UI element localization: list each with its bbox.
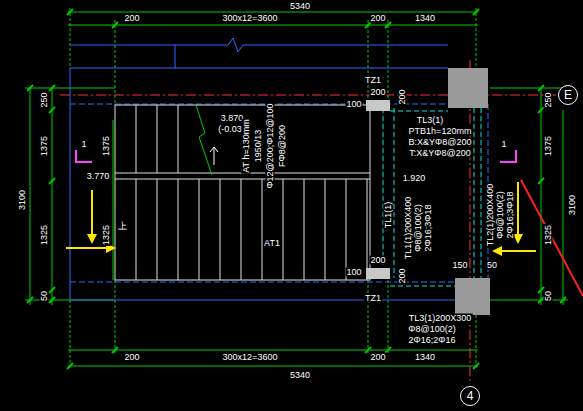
walls xyxy=(70,38,488,300)
stair-tread xyxy=(283,179,284,280)
axis-bubble: E xyxy=(558,85,578,105)
annotation-label: 1325 xyxy=(102,224,111,246)
stair-tread xyxy=(136,179,137,280)
stair-tread xyxy=(367,179,368,280)
annotation-label: 2Φ16;3Φ18 xyxy=(424,204,433,253)
annotation-label: 3100 xyxy=(18,189,27,211)
annotation-label: 50 xyxy=(486,261,498,270)
axis-lines xyxy=(60,60,556,382)
stair-tread xyxy=(262,179,263,280)
annotation-label: Φ8@100(2) xyxy=(414,203,423,252)
annotation-label: 200 xyxy=(369,256,386,265)
annotation-label: 1375 xyxy=(40,135,49,157)
axis-bubble: 4 xyxy=(460,386,480,406)
annotation-label: Φ12@200;Φ12@100 xyxy=(266,102,275,189)
stair-tread xyxy=(178,179,179,280)
stair-tread xyxy=(136,105,137,173)
annotation-label: 上 xyxy=(117,222,128,231)
stair-tread xyxy=(220,179,221,280)
axis-label: 4 xyxy=(467,390,474,402)
annotation-label: TL1(1)200X400 xyxy=(404,196,413,261)
annotation-label: Φ8@100(2) xyxy=(407,325,456,334)
annotation-label: 1340 xyxy=(414,14,436,23)
annotation-label: 200 xyxy=(369,14,386,23)
stair-tread xyxy=(157,179,158,280)
annotation-label: 1 xyxy=(500,140,507,149)
stair-tread xyxy=(178,105,179,173)
annotation-label: 5340 xyxy=(289,2,311,11)
annotation-label: 1325 xyxy=(40,224,49,246)
annotation-label: 1325 xyxy=(544,224,553,246)
annotation-label: TZ1 xyxy=(364,294,382,303)
annotation-label: 150 xyxy=(451,261,468,270)
annotation-label: 200 xyxy=(398,88,407,105)
annotation-label: TL3(1) xyxy=(416,116,445,125)
annotation-label: 1340 xyxy=(414,353,436,362)
annotation-label: 3.770 xyxy=(86,172,111,181)
stair-tread xyxy=(325,179,326,280)
annotation-label: 50 xyxy=(40,290,49,302)
stair-tread xyxy=(157,105,158,173)
annotation-label: 300x12=3600 xyxy=(222,14,279,23)
annotation-label: 50 xyxy=(544,290,553,302)
annotation-label: 200 xyxy=(123,14,140,23)
annotation-label: 2Φ16;2Φ16 xyxy=(408,336,457,345)
annotation-label: 1950/13 xyxy=(254,129,263,164)
annotation-label: 200 xyxy=(123,353,140,362)
pointer-line xyxy=(521,180,583,296)
annotation-label: 200 xyxy=(369,353,386,362)
annotation-label: TZ1 xyxy=(364,76,382,85)
annotation-label: 1375 xyxy=(102,135,111,157)
annotation-label: AT1 xyxy=(263,239,281,248)
annotation-label: TL3(1)200X300 xyxy=(408,314,473,323)
annotation-label: FΦ8@200 xyxy=(278,124,287,168)
annotation-label: 100 xyxy=(345,268,362,277)
dimension-lines xyxy=(25,8,568,370)
annotation-label: TL1(1) xyxy=(384,201,393,230)
stair-flights xyxy=(115,105,370,280)
annotation-label: 100 xyxy=(345,100,362,109)
annotation-label: B:X&YΦ8@200 xyxy=(408,138,473,147)
stair-tread xyxy=(199,179,200,280)
annotation-label: 3100 xyxy=(568,194,577,216)
annotation-label: 5340 xyxy=(289,371,311,380)
columns xyxy=(366,68,490,315)
annotation-label: 2Φ16;3Φ18 xyxy=(506,191,515,240)
annotation-label: 300x12=3600 xyxy=(222,353,279,362)
stair-tread xyxy=(304,179,305,280)
annotation-label: 250 xyxy=(544,91,553,108)
stair-tread xyxy=(241,179,242,280)
annotation-label: 250 xyxy=(40,91,49,108)
annotation-label: TL2(1)200X400 xyxy=(486,183,495,248)
annotation-label: Φ8@100(2) xyxy=(496,190,505,239)
stair-tread xyxy=(346,179,347,280)
annotation-label: 1375 xyxy=(544,135,553,157)
annotation-label: AT h=130mm xyxy=(242,118,251,173)
yellow-arrows xyxy=(66,182,536,256)
annotation-label: T:X&YΦ8@200 xyxy=(408,149,471,158)
beam-lines xyxy=(383,108,481,286)
axis-label: E xyxy=(564,89,572,101)
annotation-label: PTB1h=120mm xyxy=(408,127,473,136)
level-mark xyxy=(210,147,218,165)
annotation-label: 1.920 xyxy=(402,174,427,183)
annotation-label: 200 xyxy=(398,267,407,284)
annotation-label: 200 xyxy=(369,88,386,97)
annotation-label: 1 xyxy=(80,140,87,149)
